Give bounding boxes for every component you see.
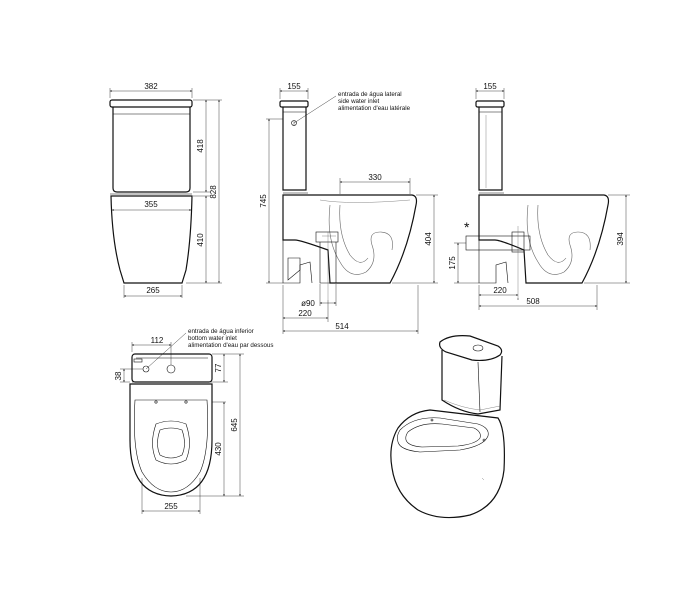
tank-body (478, 107, 503, 191)
bottom-inlet-note-en: bottom water inlet (188, 335, 237, 342)
dim-seat-height: 410 (196, 233, 205, 247)
dim-bowl-length: 330 (368, 173, 382, 182)
tank-lid (109, 99, 193, 108)
tank-body (112, 107, 191, 193)
seat-opening (152, 420, 190, 465)
dim-tank-width: 382 (144, 82, 158, 91)
dim-total-depth: 514 (335, 322, 349, 331)
dim-bowl-width: 255 (164, 502, 178, 511)
dim-inlet-offset: 112 (151, 336, 164, 345)
dim-rim-height: 404 (424, 232, 433, 246)
flush-button (166, 364, 176, 374)
front-view: 382 355 265 418 410 828 (109, 82, 222, 298)
tank-lid (475, 100, 505, 108)
bottom-inlet-note-pt: entrada de água inferior (188, 328, 254, 335)
asterisk-marker: * (464, 219, 470, 235)
tank-body (282, 107, 307, 191)
bowl-top (129, 383, 213, 497)
isometric-view (390, 335, 505, 519)
dim-tank-front: 77 (214, 363, 223, 372)
side-inlet-note-fr: alimentation d'eau latérale (338, 105, 411, 112)
side-view-right: * 155 394 175 220 508 (448, 82, 630, 310)
dim-bowl-depth: 430 (214, 442, 223, 456)
dim-tank-depth: 155 (483, 82, 497, 91)
dim-total-height: 745 (259, 194, 268, 208)
iso-tank-lid (439, 335, 503, 362)
dim-tank-depth: 155 (287, 82, 301, 91)
dim-rim-height: 394 (616, 232, 625, 246)
dim-total-height: 828 (209, 185, 218, 199)
side-view-left: entrada de água lateral side water inlet… (259, 82, 438, 334)
top-view: entrada de água inferior bottom water in… (114, 328, 273, 514)
bowl-profile (282, 194, 418, 284)
dim-total-depth: 645 (230, 418, 239, 432)
dim-outlet-distance: 220 (493, 286, 507, 295)
bowl-profile (478, 194, 610, 284)
dim-total-depth: 508 (526, 297, 540, 306)
dim-inlet-height: 175 (448, 256, 457, 270)
iso-tank-body (441, 350, 503, 415)
dim-tank-depth: 38 (114, 371, 123, 380)
tank-lid (279, 100, 309, 108)
iso-rim (397, 417, 489, 453)
dim-outlet-distance: 220 (298, 309, 312, 318)
dim-bowl-width: 355 (144, 200, 158, 209)
bottom-inlet-note-fr: alimentation d'eau par dessous (188, 342, 273, 349)
outlet-pipe (315, 231, 339, 243)
side-inlet-note-pt: entrada de água lateral (338, 91, 402, 98)
dim-tank-height: 418 (196, 139, 205, 153)
dim-base-width: 265 (146, 286, 160, 295)
side-inlet-note-en: side water inlet (338, 98, 380, 105)
dim-pipe-diameter: ø90 (301, 299, 315, 308)
bowl-body (110, 195, 193, 284)
iso-bowl (390, 409, 505, 519)
